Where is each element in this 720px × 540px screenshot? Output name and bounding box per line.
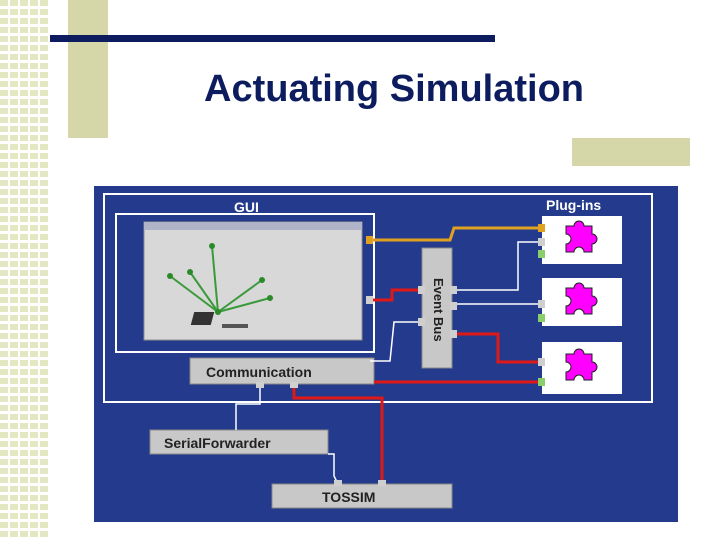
plugin-box-2 — [542, 278, 622, 326]
gui-frame — [115, 213, 375, 353]
serial-forwarder-box — [149, 429, 329, 455]
decorative-stripes — [0, 0, 48, 540]
decorative-block — [68, 0, 108, 138]
gui-label: GUI — [234, 199, 259, 215]
puzzle-icon — [565, 348, 598, 381]
slide-title: Actuating Simulation — [204, 68, 584, 110]
tossim-box — [271, 483, 453, 509]
system-frame — [103, 193, 653, 403]
plugin-box-1 — [542, 216, 622, 264]
sensor-links — [169, 245, 271, 313]
decorative-block-right — [572, 138, 690, 166]
sensor-nodes — [167, 243, 273, 315]
puzzle-icon — [565, 220, 598, 253]
decorative-line — [50, 35, 495, 42]
puzzle-icon — [565, 282, 598, 315]
tossim-label: TOSSIM — [322, 489, 375, 505]
architecture-diagram: GUI Plug-ins Event Bus Communication Ser… — [94, 186, 678, 522]
plugin-box-3 — [542, 342, 622, 394]
gui-screenshot — [143, 221, 363, 341]
communication-label: Communication — [206, 364, 312, 380]
event-bus-box — [421, 247, 453, 369]
event-bus-label: Event Bus — [431, 278, 446, 342]
connection-links — [235, 226, 542, 485]
laptop-icon — [190, 312, 248, 328]
communication-box — [189, 357, 375, 385]
gui-window-toolbar — [144, 222, 362, 230]
serial-forwarder-label: SerialForwarder — [164, 435, 271, 451]
port-connectors — [256, 224, 545, 486]
plugins-label: Plug-ins — [546, 197, 601, 213]
